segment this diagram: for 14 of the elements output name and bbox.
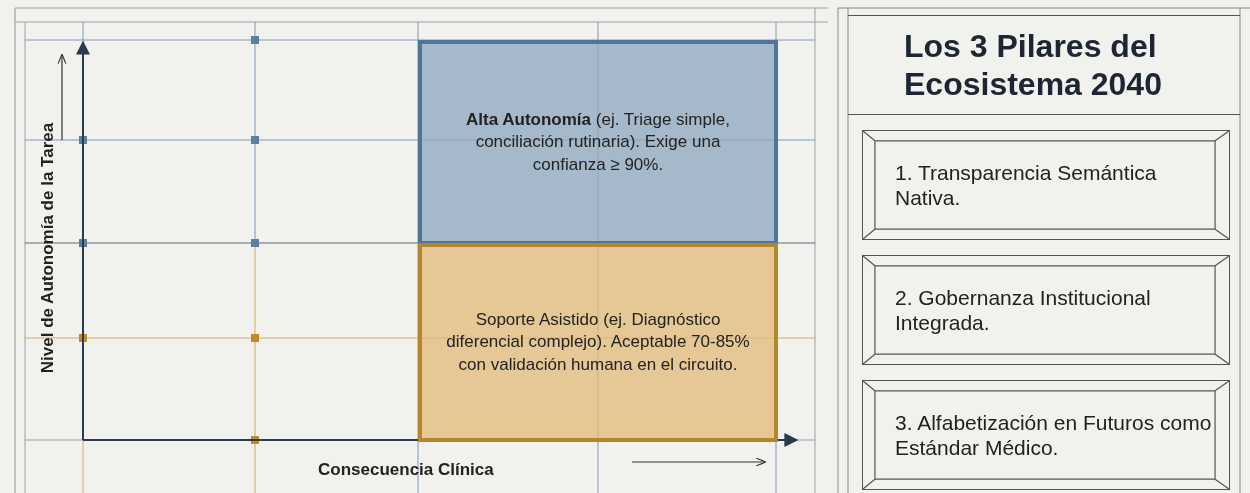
pillar-text: 1. Transparencia Semántica Nativa.: [895, 159, 1158, 211]
heading: Los 3 Pilares del Ecosistema 2040: [904, 26, 1163, 104]
axis-title: Nivel de Autonomía de la Tarea: [38, 121, 58, 376]
quadrant-box: [418, 243, 778, 442]
pillar-text: 2. Gobernanza Institucional Integrada.: [895, 284, 1152, 336]
pillar-panel: [862, 130, 1230, 240]
pillar-panel: [862, 380, 1230, 490]
quadrant-box: [418, 40, 778, 245]
quadrant-text: Alta Autonomía (ej. Triage simple, conciliación rutinaria). Exige una confianza ≥ 90%.: [465, 109, 731, 176]
pillar-panel: [862, 255, 1230, 365]
heading-panel: [848, 15, 1240, 115]
axis-title: Consecuencia Clínica: [318, 460, 494, 480]
quadrant-text: Soporte Asistido (ej. Diagnóstico diferencial complejo). Aceptable 70-85% con validación humana en el circuito.: [445, 309, 751, 376]
pillar-text: 3. Alfabetización en Futuros como Estándar Médico.: [895, 409, 1213, 461]
